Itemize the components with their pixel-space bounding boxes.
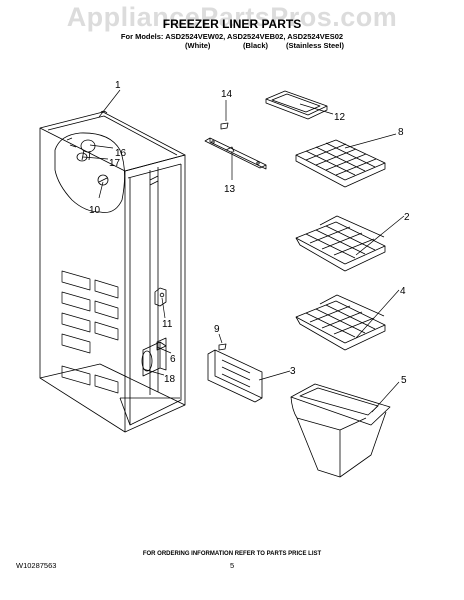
callout-1: 1 [115, 80, 121, 91]
watermark: AppliancePartsPros.com [66, 2, 398, 32]
finish-stainless: (Stainless Steel) [286, 41, 344, 50]
callout-12: 12 [334, 112, 346, 123]
finish-black: (Black) [243, 41, 269, 50]
callout-10: 10 [89, 205, 101, 216]
shelf-2 [295, 215, 386, 272]
callout-16: 16 [115, 148, 127, 159]
document-number: W10287563 [16, 561, 57, 570]
callout-numbers: 1 16 17 10 11 6 18 14 13 12 8 2 4 9 3 5 [89, 80, 410, 386]
callout-11: 11 [162, 319, 173, 330]
finish-white: (White) [185, 41, 211, 50]
shelf-8 [295, 139, 386, 188]
callout-3: 3 [290, 366, 296, 377]
callout-13: 13 [224, 184, 236, 195]
bin-5 [290, 383, 391, 478]
bracket-3 [207, 343, 263, 403]
callout-18: 18 [164, 374, 176, 385]
ordering-note: FOR ORDERING INFORMATION REFER TO PARTS … [142, 551, 322, 557]
callout-17: 17 [109, 158, 121, 169]
shelf-4 [295, 294, 386, 351]
leader-lines [82, 89, 405, 413]
callout-9: 9 [214, 324, 220, 335]
models-line: For Models: ASD2524VEW02, ASD2524VEB02, … [120, 32, 344, 41]
damper-parts [141, 287, 167, 377]
callout-14: 14 [221, 89, 233, 100]
callout-2: 2 [404, 212, 410, 223]
page-title: FREEZER LINER PARTS [162, 17, 302, 31]
shelf-bracket-13 [204, 122, 267, 170]
callout-5: 5 [401, 375, 407, 386]
freezer-liner [39, 110, 186, 433]
page-number: 5 [230, 561, 235, 570]
cover-12 [265, 90, 328, 120]
callout-4: 4 [400, 286, 406, 297]
callout-6: 6 [170, 354, 176, 365]
callout-8: 8 [398, 127, 404, 138]
